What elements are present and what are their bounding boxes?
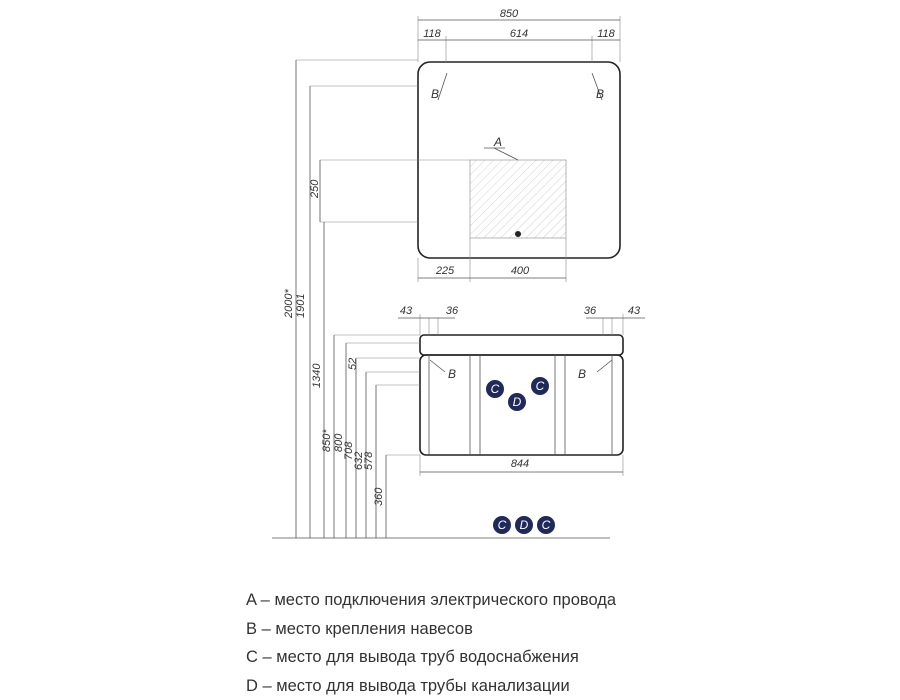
cabinet: B B C D C 43 36 36 43 844 52	[347, 305, 645, 476]
dim-offset-left: 225	[435, 265, 455, 277]
dim-height-578: 578	[363, 451, 375, 470]
dim-mirror-center: 614	[510, 28, 528, 40]
dim-socket-width: 400	[511, 265, 530, 277]
water-outlet-icon	[537, 516, 555, 534]
cabinet-body	[419, 354, 624, 456]
water-outlet-icon	[486, 380, 504, 398]
cabinet-marker-c-right: C	[536, 379, 545, 393]
floor-marker-d: D	[520, 518, 529, 532]
dim-socket-height: 250	[309, 179, 321, 199]
floor-marker-c-right: C	[542, 518, 551, 532]
dim-left-inner: 36	[446, 305, 459, 317]
dim-mirror-width: 850	[500, 8, 519, 20]
mirror-label-b-left: B	[431, 87, 439, 101]
mirror-label-a: A	[493, 135, 502, 149]
drain-outlet-icon	[515, 516, 533, 534]
socket-area	[469, 159, 567, 239]
mirror: B B A 850 118 614 118 225 400	[320, 8, 621, 282]
hanger-leader-right	[591, 72, 603, 101]
dim-height-1901: 1901	[295, 294, 307, 318]
drain-outlet-icon	[508, 393, 526, 411]
height-dimensions: 250 2000* 1901 1340 850* 800 708 632 578…	[272, 59, 610, 539]
dim-cabinet-width: 844	[511, 458, 529, 470]
floor-marker-c-left: C	[498, 518, 507, 532]
countertop	[419, 334, 624, 356]
cabinet-marker-c-left: C	[491, 382, 500, 396]
dim-height-708: 708	[343, 441, 355, 460]
legend: A – место подключения электрического про…	[246, 586, 616, 700]
dim-mirror-right: 118	[597, 28, 615, 40]
water-outlet-icon	[493, 516, 511, 534]
dim-right-outer: 43	[628, 305, 641, 317]
legend-item-c: C – место для вывода труб водоснабжения	[246, 648, 579, 666]
dim-height-850: 850*	[321, 429, 333, 452]
cabinet-markers: C D C	[486, 377, 549, 411]
cabinet-label-b-right: B	[578, 367, 586, 381]
socket-leader	[493, 147, 519, 161]
dim-mirror-left: 118	[423, 28, 441, 40]
dim-height-2000: 2000*	[283, 289, 295, 319]
dim-height-800: 800	[333, 433, 345, 452]
legend-item-d: D – место для вывода трубы канализации	[246, 676, 570, 695]
dim-right-inner: 36	[584, 305, 597, 317]
floor-markers: C D C	[493, 516, 555, 534]
switch-icon	[515, 231, 521, 237]
dim-left-outer: 43	[400, 305, 413, 317]
dim-height-1340: 1340	[311, 363, 323, 388]
dim-top-offset: 52	[347, 358, 359, 370]
dim-height-632: 632	[353, 452, 365, 470]
mirror-label-b-right: B	[596, 87, 604, 101]
legend-item-b: B – место крепления навесов	[246, 619, 473, 638]
water-outlet-icon	[531, 377, 549, 395]
dim-height-360: 360	[373, 487, 385, 506]
hanger-leader-left	[437, 72, 448, 101]
cabinet-label-b-left: B	[448, 367, 456, 381]
legend-item-a: A – место подключения электрического про…	[246, 591, 617, 609]
cabinet-marker-d: D	[513, 395, 522, 409]
